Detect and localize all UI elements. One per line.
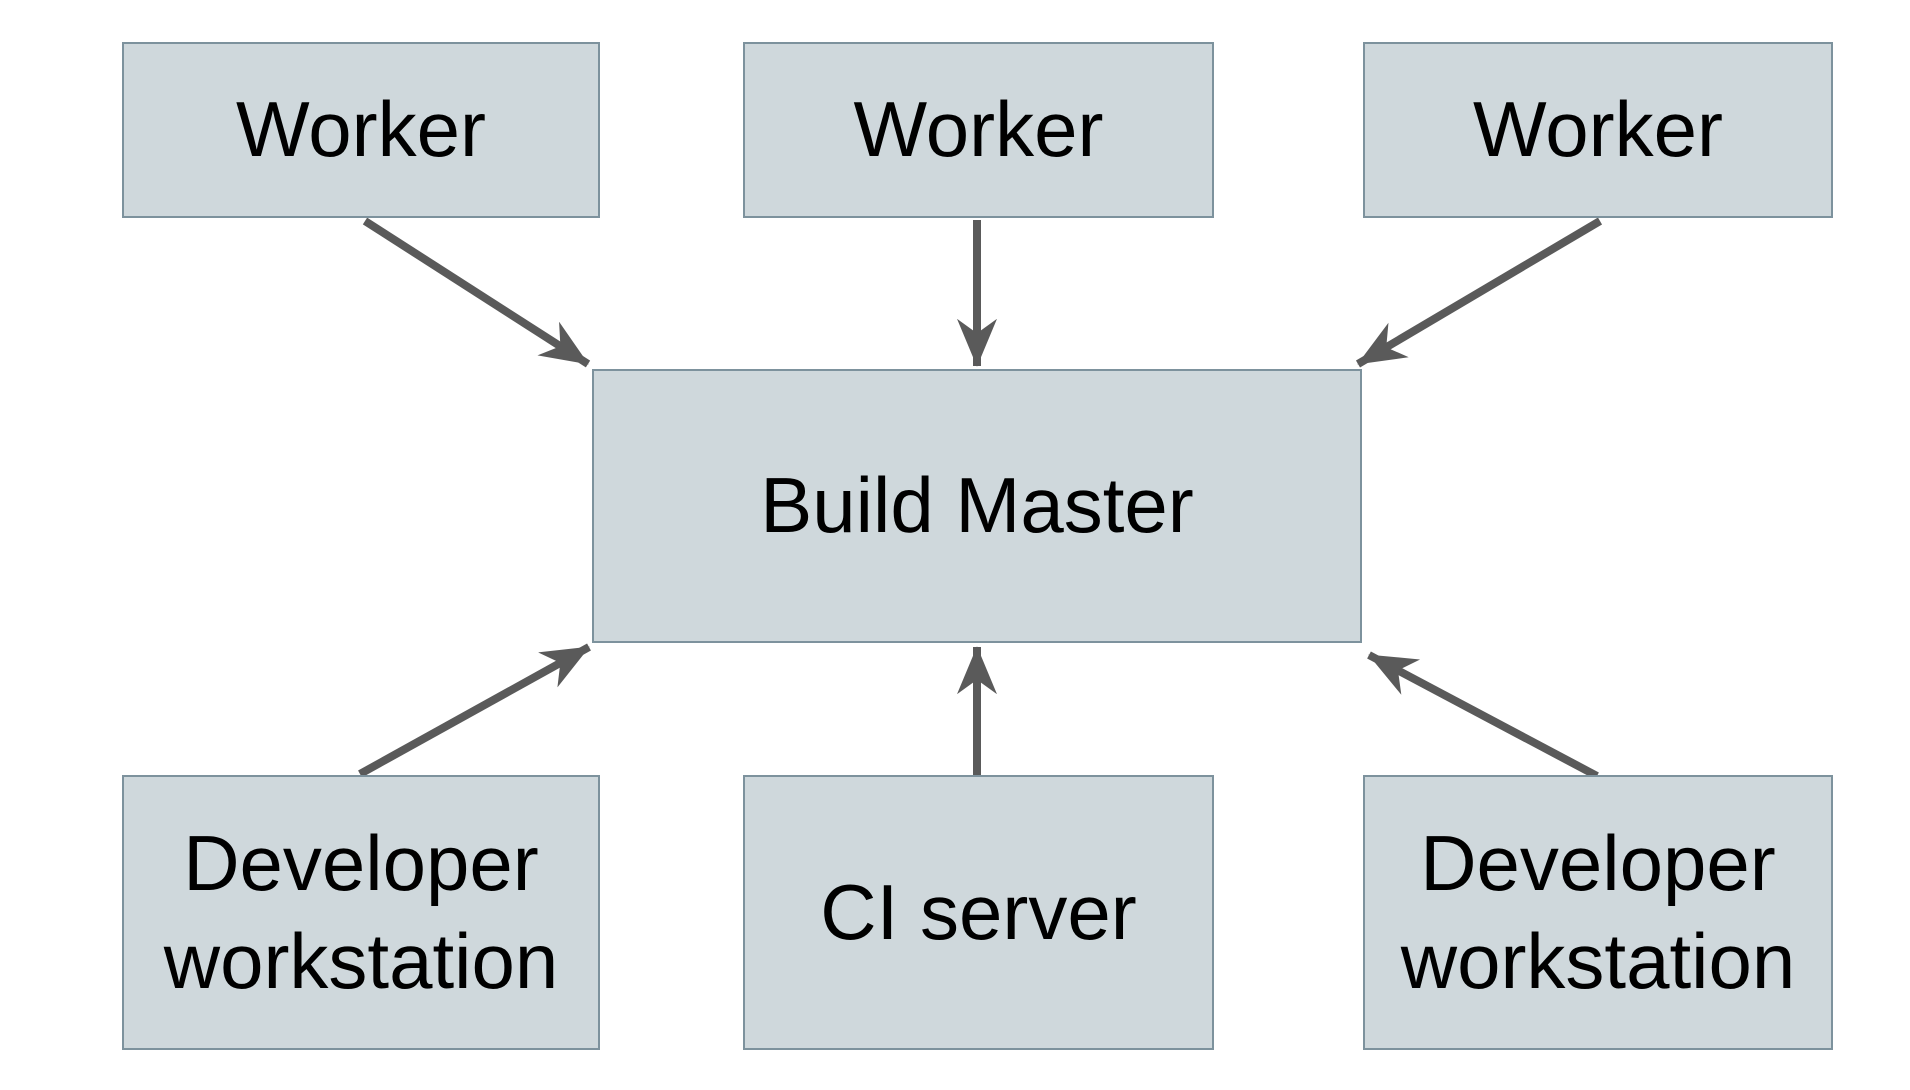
node-developer-workstation-left: Developer workstation bbox=[122, 775, 600, 1050]
node-worker-1: Worker bbox=[122, 42, 600, 218]
node-developer-workstation-right: Developer workstation bbox=[1363, 775, 1833, 1050]
node-worker-2: Worker bbox=[743, 42, 1214, 218]
arrow-dev_workstation_right-to-build_master bbox=[1367, 651, 1599, 780]
node-ci-server: CI server bbox=[743, 775, 1214, 1050]
arrow-dev_workstation_left-to-build_master bbox=[358, 643, 591, 778]
arrow-worker_1-to-build_master bbox=[362, 217, 591, 368]
arrow-worker_3-to-build_master bbox=[1355, 217, 1603, 368]
node-worker-3: Worker bbox=[1363, 42, 1833, 218]
node-build-master: Build Master bbox=[592, 369, 1362, 643]
